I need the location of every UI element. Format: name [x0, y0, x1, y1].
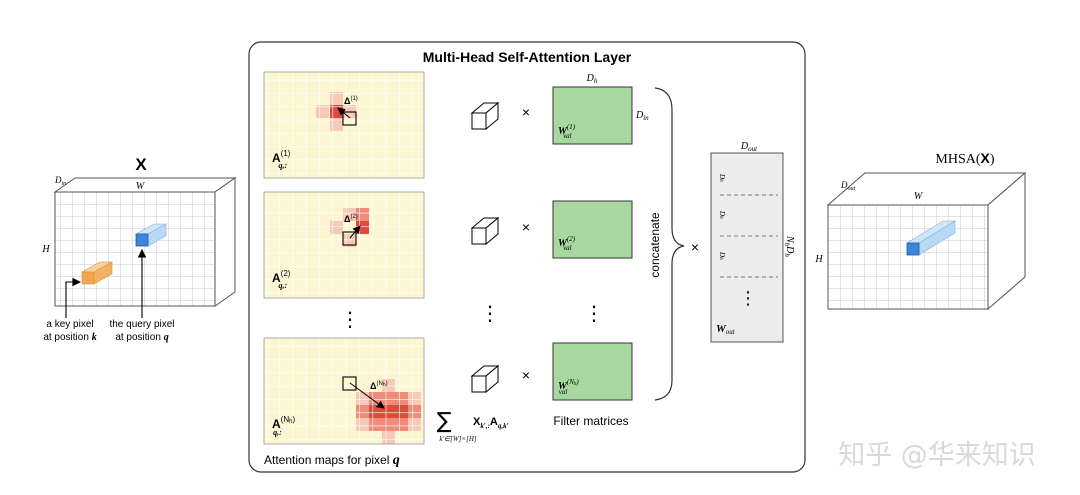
- query-box-n: [342, 376, 357, 391]
- filter-matrix-n: W(Nh)val: [552, 342, 633, 401]
- query-caption-2: at position q: [115, 332, 168, 343]
- multiply-sign-wout: ×: [691, 239, 699, 255]
- input-cube-side: [214, 177, 236, 307]
- input-cube-front: [54, 191, 216, 307]
- svg-text:Wout: Wout: [716, 323, 736, 336]
- filter-matrix-1: W(1)val: [552, 86, 633, 145]
- svg-text:Dh: Dh: [718, 173, 726, 182]
- svg-text:⋮: ⋮: [739, 288, 757, 309]
- mhsa-layer-box: [248, 41, 806, 473]
- output-vector: [906, 242, 920, 256]
- svg-text:Dout: Dout: [740, 141, 758, 153]
- filters-ellipsis: ⋮: [584, 301, 604, 325]
- watermark: 知乎 @华来知识: [838, 440, 1036, 471]
- input-h-label: H: [41, 244, 50, 255]
- filter-dh-label: Dh: [586, 73, 598, 85]
- maps-caption: Attention maps for pixel q: [264, 453, 400, 468]
- multiply-sign-n: ×: [522, 367, 530, 383]
- key-caption-2: at position k: [43, 332, 96, 343]
- concat-label: concatenate: [648, 212, 662, 278]
- svg-text:Δ(1): Δ(1): [344, 96, 358, 106]
- attention-label-2: A(2)q,:: [272, 269, 291, 290]
- input-tensor: X W H Din a key pixel at position k the …: [41, 155, 237, 343]
- value-vector-n: [470, 364, 500, 394]
- attention-label-1: A(1)q,:: [272, 149, 291, 170]
- key-pointer-arrow: [65, 277, 82, 318]
- svg-text:k′∈[W]×[H]: k′∈[W]×[H]: [439, 435, 477, 443]
- query-pixel: [135, 233, 149, 247]
- multiply-sign-1: ×: [522, 104, 530, 120]
- value-vector-2: [470, 216, 500, 246]
- input-cube-top: [53, 177, 237, 193]
- vectors-ellipsis: ⋮: [480, 301, 500, 325]
- svg-text:Xk′,:Aq,k′: Xk′,:Aq,k′: [473, 416, 509, 430]
- attention-map-1: Δ(1) A(1)q,:: [263, 71, 425, 179]
- input-din-label: Din: [54, 175, 66, 187]
- key-pixel: [81, 271, 95, 285]
- attention-map-n: Δ(Nh) A(Nh)q,:: [263, 337, 425, 445]
- filter-din-label: Din: [635, 110, 649, 122]
- value-vector-1: [470, 101, 500, 131]
- svg-text:Δ(2): Δ(2): [344, 214, 358, 224]
- output-dout-label: Dout: [840, 180, 856, 192]
- svg-text:W(1)val: W(1)val: [558, 123, 576, 140]
- output-h-label: H: [814, 254, 823, 265]
- input-w-label: W: [136, 181, 146, 192]
- svg-text:W(Nh)val: W(Nh)val: [558, 378, 579, 396]
- query-box-2: [342, 231, 357, 246]
- output-w-label: W: [914, 191, 924, 202]
- mhsa-title: Multi-Head Self-Attention Layer: [423, 49, 632, 65]
- concat-brace: [654, 87, 685, 401]
- query-box-1: [342, 111, 357, 126]
- filters-caption: Filter matrices: [553, 414, 628, 428]
- attention-label-n: A(Nh)q,:: [272, 415, 295, 437]
- sum-formula: ∑ k′∈[W]×[H] Xk′,:Aq,k′: [437, 409, 509, 443]
- svg-text:W(2)val: W(2)val: [558, 235, 576, 252]
- svg-text:Δ(Nh): Δ(Nh): [370, 381, 388, 391]
- key-caption-1: a key pixel: [46, 319, 93, 330]
- output-label: MHSA(X): [935, 150, 994, 167]
- output-tensor: MHSA(X) W H Dout: [814, 150, 1027, 311]
- maps-ellipsis: ⋮: [340, 307, 360, 331]
- svg-text:NhDh: NhDh: [783, 235, 795, 257]
- svg-text:Dh: Dh: [718, 251, 726, 260]
- multiply-sign-2: ×: [522, 219, 530, 235]
- filter-matrix-2: W(2)val: [552, 200, 633, 259]
- query-caption-1: the query pixel: [109, 319, 174, 330]
- input-label: X: [135, 155, 147, 174]
- svg-text:Dh: Dh: [718, 210, 726, 219]
- attention-map-2: Δ(2) A(2)q,:: [263, 191, 425, 299]
- svg-text:∑: ∑: [437, 409, 452, 434]
- w-out-matrix: Dout Dh Dh Dh ⋮ Wout NhDh: [710, 141, 795, 343]
